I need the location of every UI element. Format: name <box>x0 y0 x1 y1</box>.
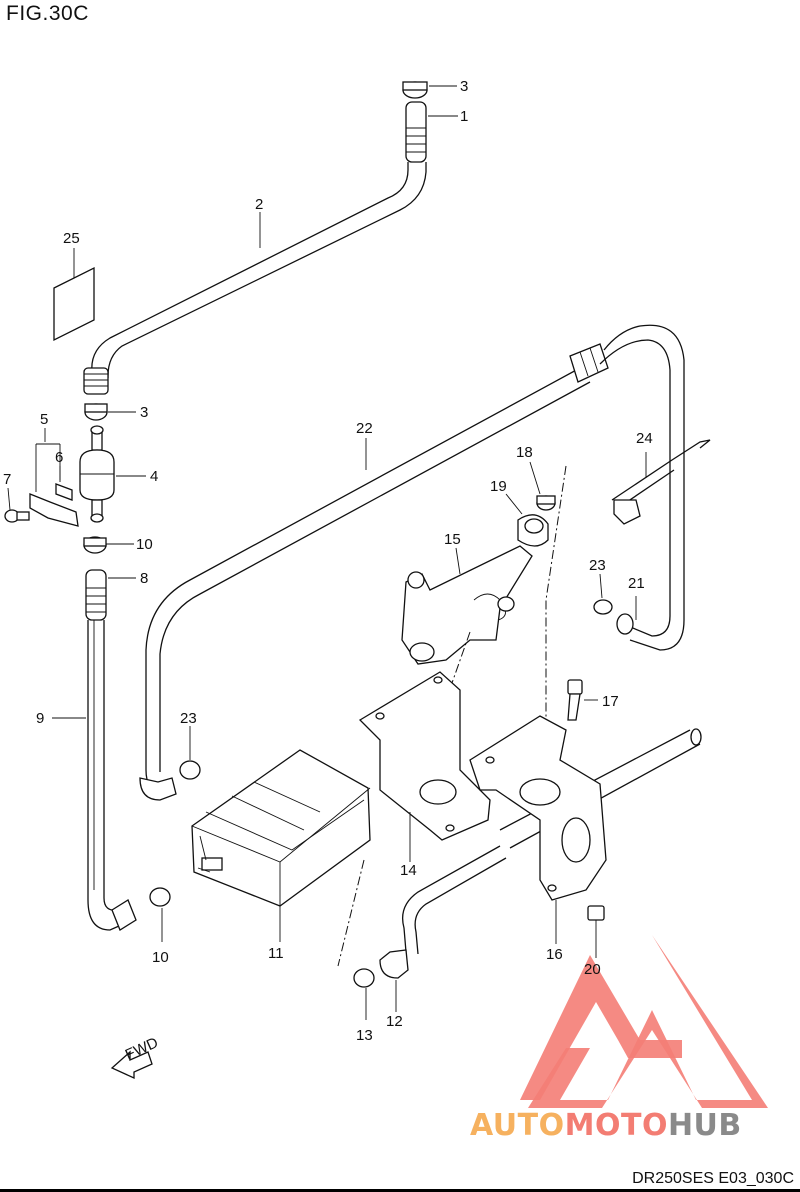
callout-9: 9 <box>36 710 44 727</box>
part-18-cap <box>529 461 556 511</box>
assembly-line-13 <box>337 859 365 967</box>
callout-3-top: 3 <box>460 78 468 95</box>
callout-2: 2 <box>255 196 263 213</box>
callout-10-lower: 10 <box>152 949 169 966</box>
part-23-clamp-right <box>593 573 613 615</box>
callout-24: 24 <box>636 430 653 447</box>
callout-20: 20 <box>584 961 601 978</box>
callout-7: 7 <box>3 471 11 488</box>
part-2-hose <box>83 162 427 395</box>
callout-15: 15 <box>444 531 461 548</box>
watermark-logo <box>520 935 768 1108</box>
figure-title: FIG.30C <box>6 2 89 25</box>
part-16-bracket <box>469 715 607 944</box>
callout-18: 18 <box>516 444 533 461</box>
part-1-connector <box>405 101 458 163</box>
callout-12: 12 <box>386 1013 403 1030</box>
part-9-vertical-hose <box>52 569 137 931</box>
callout-1: 1 <box>460 108 468 125</box>
part-10-clamp-lower <box>149 887 171 942</box>
callout-16: 16 <box>546 946 563 963</box>
part-4-valve <box>79 425 146 523</box>
callout-23-right: 23 <box>589 557 606 574</box>
callout-11: 11 <box>268 945 284 962</box>
part-5-bracket <box>29 428 79 527</box>
callouts: 1 2 3 3 4 5 6 7 8 9 10 10 11 12 13 14 15… <box>3 78 653 1044</box>
callout-17: 17 <box>602 693 619 710</box>
part-6-rubber <box>55 466 73 501</box>
part-23-clamp-left <box>179 726 201 780</box>
part-12-hose <box>379 845 507 1012</box>
part-22-hose <box>139 343 609 801</box>
callout-22: 22 <box>356 420 373 437</box>
part-10-clamp-upper <box>83 536 134 554</box>
callout-10-upper: 10 <box>136 536 153 553</box>
part-11-canister <box>191 749 371 942</box>
callout-8: 8 <box>140 570 148 587</box>
part-3-clamp-top <box>402 81 457 99</box>
part-13-clamp <box>353 968 375 1020</box>
assembly-line-18 <box>545 465 567 730</box>
part-14-bracket <box>358 671 491 862</box>
part-21-hose <box>599 324 685 651</box>
callout-5: 5 <box>40 411 48 428</box>
callout-4: 4 <box>150 468 158 485</box>
part-17-bolt <box>567 679 598 721</box>
part-24-clip <box>611 439 711 525</box>
part-20-bolt <box>587 905 605 958</box>
figure-code: DR250SES E03_030C <box>632 1170 794 1187</box>
callout-19: 19 <box>490 478 507 495</box>
callout-6: 6 <box>55 449 63 466</box>
callout-23-left: 23 <box>180 710 197 727</box>
fwd-arrow-icon: FWD <box>110 1034 161 1080</box>
callout-13: 13 <box>356 1027 373 1044</box>
part-15-bracket <box>401 545 533 665</box>
part-19-grommet <box>505 493 549 547</box>
callout-25: 25 <box>63 230 80 247</box>
callout-3-lower: 3 <box>140 404 148 421</box>
assembly-line-15 <box>445 631 471 701</box>
callout-21: 21 <box>628 575 645 592</box>
bottom-border <box>0 1189 800 1192</box>
part-25-label-pad <box>53 248 95 342</box>
callout-14: 14 <box>400 862 417 879</box>
part-7-screw <box>4 487 30 523</box>
watermark-text: AUTOMOTOHUB <box>470 1108 742 1143</box>
part-3-clamp-lower <box>84 403 136 421</box>
